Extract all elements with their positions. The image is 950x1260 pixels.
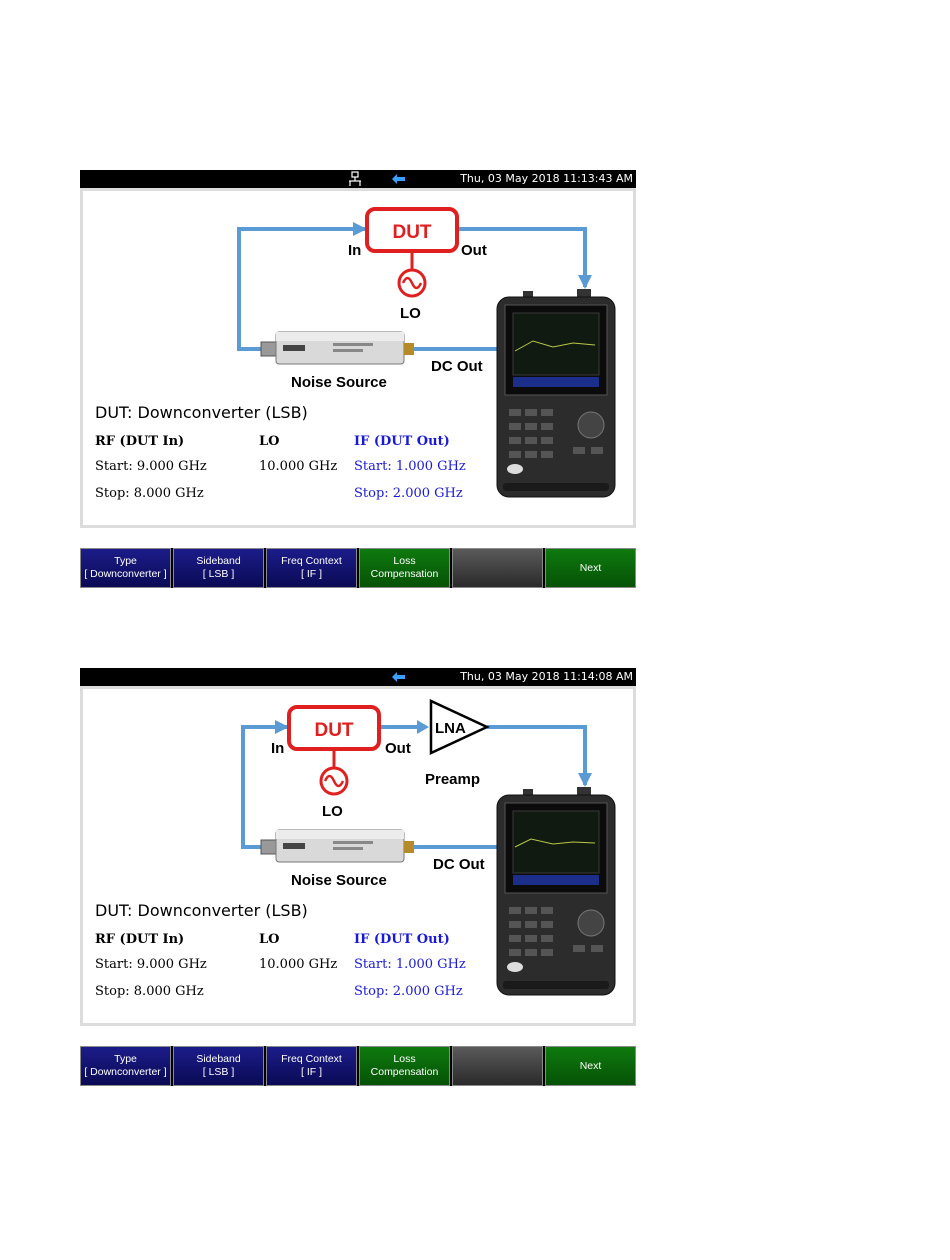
lo-header: LO [259,932,280,947]
status-bar: Thu, 03 May 2018 11:14:08 AM [80,668,636,686]
out-label: Out [385,740,411,757]
preamp-label: Preamp [425,771,480,788]
type-softkey[interactable]: Type [ Downconverter ] [80,548,171,588]
signal-line-input [241,725,289,849]
oscillator-icon [319,766,349,796]
connection-diagram: DUT In Out LO N [237,207,616,498]
dut-title: DUT: Downconverter (LSB) [95,403,308,422]
if-header: IF (DUT Out) [354,434,450,449]
lo-header: LO [259,434,280,449]
rf-stop: Stop: 8.000 GHz [95,486,204,501]
out-label: Out [461,242,487,259]
softkey-bar: Type [ Downconverter ] Sideband [ LSB ] … [80,548,636,588]
dut-title: DUT: Downconverter (LSB) [95,901,308,920]
dut-label: DUT [392,222,431,243]
noise-source-label: Noise Source [291,872,387,889]
signal-line-input [237,227,367,351]
blank-softkey[interactable] [452,1046,543,1086]
connection-diagram: DUT In Out LO LNA Preamp [241,699,616,996]
lo-label: LO [322,803,343,820]
dut-label: DUT [314,720,353,741]
loss-compensation-softkey[interactable]: Loss Compensation [359,548,450,588]
blank-softkey[interactable] [452,548,543,588]
sideband-softkey[interactable]: Sideband [ LSB ] [173,548,264,588]
signal-line-output [487,725,587,785]
next-softkey[interactable]: Next [545,548,636,588]
lna-triangle [429,699,490,755]
type-softkey[interactable]: Type [ Downconverter ] [80,1046,171,1086]
rf-start: Start: 9.000 GHz [95,459,207,474]
status-bar: Thu, 03 May 2018 11:13:43 AM [80,170,636,188]
in-label: In [271,740,284,757]
analyzer-icon [496,289,616,498]
setup-panel: DUT In Out LO N [80,188,636,528]
rf-stop: Stop: 8.000 GHz [95,984,204,999]
signal-icon [392,672,405,682]
sideband-softkey[interactable]: Sideband [ LSB ] [173,1046,264,1086]
noise-source-icon [260,331,414,365]
dc-out-label: DC Out [433,856,485,873]
signal-icon [392,174,405,184]
analyzer-icon [496,787,616,996]
lan-icon [349,171,361,186]
loss-compensation-softkey[interactable]: Loss Compensation [359,1046,450,1086]
oscillator-icon [397,268,427,298]
lna-label: LNA [435,720,466,737]
noise-source-icon [260,829,414,863]
noise-source-label: Noise Source [291,374,387,391]
signal-line-output [457,227,587,287]
rf-start: Start: 9.000 GHz [95,957,207,972]
rf-header: RF (DUT In) [95,434,185,449]
if-header: IF (DUT Out) [354,932,450,947]
rf-header: RF (DUT In) [95,932,185,947]
status-datetime: Thu, 03 May 2018 11:13:43 AM [460,172,633,185]
status-datetime: Thu, 03 May 2018 11:14:08 AM [460,670,633,683]
lo-value: 10.000 GHz [259,459,338,474]
freq-context-softkey[interactable]: Freq Context [ IF ] [266,548,357,588]
if-start: Start: 1.000 GHz [354,957,466,972]
if-stop: Stop: 2.000 GHz [354,984,463,999]
setup-panel: DUT In Out LO LNA Preamp [80,686,636,1026]
lo-label: LO [400,305,421,322]
next-softkey[interactable]: Next [545,1046,636,1086]
in-label: In [348,242,361,259]
softkey-bar: Type [ Downconverter ] Sideband [ LSB ] … [80,1046,636,1086]
if-start: Start: 1.000 GHz [354,459,466,474]
dc-out-label: DC Out [431,358,483,375]
if-stop: Stop: 2.000 GHz [354,486,463,501]
freq-context-softkey[interactable]: Freq Context [ IF ] [266,1046,357,1086]
lo-value: 10.000 GHz [259,957,338,972]
